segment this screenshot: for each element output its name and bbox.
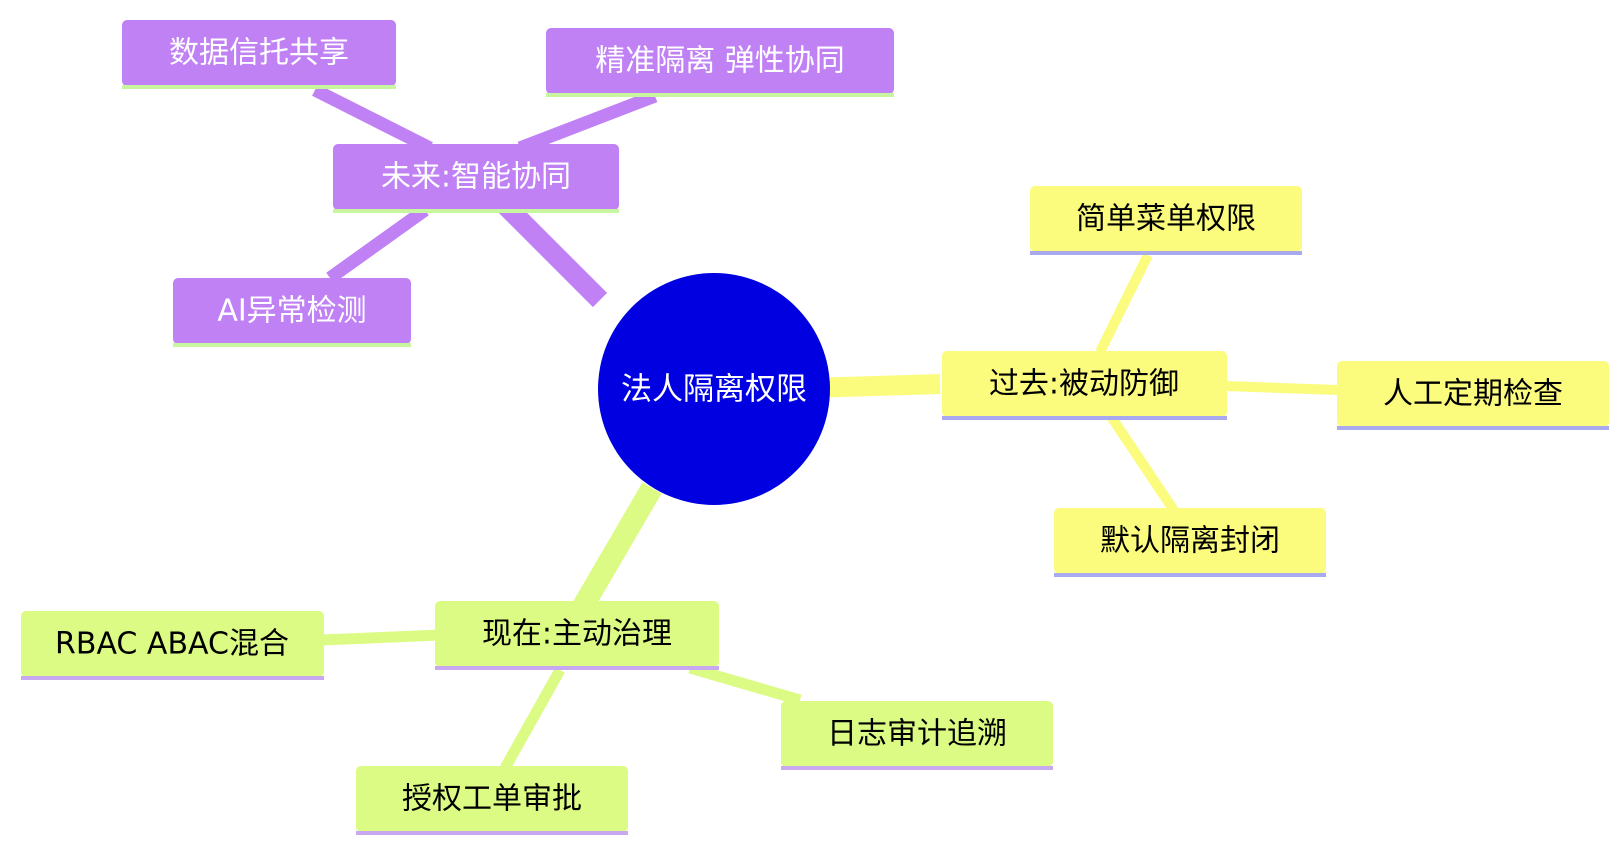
leaf-node-log-audit[interactable]: 日志审计追溯 <box>781 701 1053 770</box>
branch-node-present[interactable]: 现在:主动治理 <box>435 601 719 670</box>
branch-past-label: 过去:被动防御 <box>989 367 1179 402</box>
edge-root-future <box>497 197 608 308</box>
leaf-node-simple-menu[interactable]: 简单菜单权限 <box>1030 186 1302 255</box>
branch-present-underline <box>435 666 719 670</box>
leaf-precise-isolation-underline <box>546 93 894 97</box>
leaf-node-ai-anomaly[interactable]: AI异常检测 <box>173 278 411 347</box>
edge-future-child-2 <box>517 89 658 155</box>
leaf-simple-menu-label: 简单菜单权限 <box>1076 202 1256 237</box>
edge-present-child-3 <box>500 667 565 771</box>
leaf-node-default-isolation[interactable]: 默认隔离封闭 <box>1054 508 1326 577</box>
leaf-rbac-abac-underline <box>21 676 324 680</box>
leaf-ai-anomaly-underline <box>173 343 411 347</box>
root-label: 法人隔离权限 <box>621 372 807 408</box>
leaf-log-audit-box <box>781 701 1053 767</box>
edge-past-child-1 <box>1095 252 1153 355</box>
edge-past-child-3 <box>1105 412 1180 515</box>
leaf-manual-check-underline <box>1337 426 1609 430</box>
edge-future-child-3 <box>326 204 429 284</box>
leaf-ai-anomaly-box <box>173 278 411 344</box>
branch-past-underline <box>942 416 1227 420</box>
leaf-default-isolation-box <box>1054 508 1326 574</box>
leaf-data-trust-label: 数据信托共享 <box>169 36 349 71</box>
root-circle-shape <box>598 273 830 505</box>
edge-present-child-1 <box>321 629 441 646</box>
leaf-node-data-trust[interactable]: 数据信托共享 <box>122 20 396 89</box>
branch-node-future[interactable]: 未来:智能协同 <box>333 144 619 213</box>
branch-past-box <box>942 351 1227 417</box>
leaf-node-precise-isolation[interactable]: 精准隔离 弹性协同 <box>546 28 894 97</box>
edge-root-past <box>809 374 941 398</box>
leaf-authorization-ticket-box <box>356 766 628 832</box>
leaf-default-isolation-underline <box>1054 573 1326 577</box>
leaf-rbac-abac-box <box>21 611 324 677</box>
leaf-rbac-abac-label: RBAC ABAC混合 <box>55 627 289 662</box>
branch-present-box <box>435 601 719 667</box>
edge-present-child-2 <box>688 662 802 706</box>
leaf-precise-isolation-label: 精准隔离 弹性协同 <box>595 44 845 79</box>
leaf-node-authorization-ticket[interactable]: 授权工单审批 <box>356 766 628 835</box>
leaf-ai-anomaly-label: AI异常检测 <box>217 294 366 329</box>
root-node[interactable]: 法人隔离权限 <box>598 273 830 505</box>
leaf-node-manual-check[interactable]: 人工定期检查 <box>1337 361 1609 430</box>
leaf-data-trust-box <box>122 20 396 86</box>
edge-past-child-2 <box>1225 381 1339 395</box>
leaf-node-rbac-abac[interactable]: RBAC ABAC混合 <box>21 611 324 680</box>
branch-future-underline <box>333 209 619 213</box>
branch-node-past[interactable]: 过去:被动防御 <box>942 351 1227 420</box>
leaf-simple-menu-box <box>1030 186 1302 252</box>
leaf-data-trust-underline <box>122 85 396 89</box>
leaf-log-audit-underline <box>781 766 1053 770</box>
leaf-log-audit-label: 日志审计追溯 <box>827 717 1007 752</box>
leaf-default-isolation-label: 默认隔离封闭 <box>1100 524 1280 559</box>
branch-future-label: 未来:智能协同 <box>381 160 571 195</box>
edge-future-child-1 <box>312 84 433 154</box>
edges-layer <box>312 84 1339 771</box>
leaf-authorization-ticket-underline <box>356 831 628 835</box>
leaf-authorization-ticket-label: 授权工单审批 <box>402 782 582 817</box>
nodes-layer: 法人隔离权限 未来:智能协同 数据信托共享 精准隔离 弹性协同 AI异常检测 <box>21 20 1609 835</box>
leaf-simple-menu-underline <box>1030 251 1302 255</box>
leaf-manual-check-label: 人工定期检查 <box>1383 377 1563 412</box>
leaf-manual-check-box <box>1337 361 1609 427</box>
branch-future-box <box>333 144 619 210</box>
leaf-precise-isolation-box <box>546 28 894 94</box>
edge-root-present <box>565 482 662 626</box>
branch-present-label: 现在:主动治理 <box>482 617 672 652</box>
